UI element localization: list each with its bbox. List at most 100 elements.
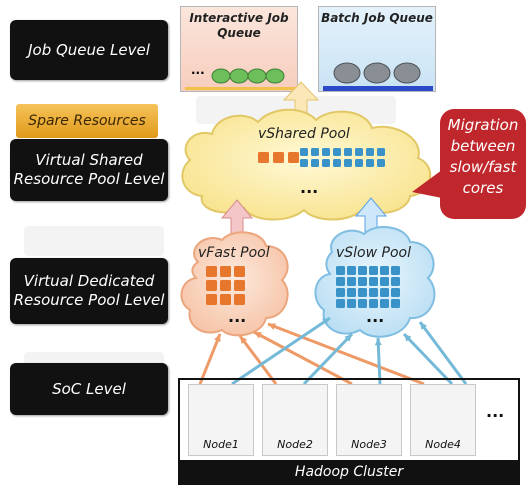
- interactive-job-queue: Interactive Job Queue ...: [180, 6, 298, 92]
- vslow-core: [369, 266, 378, 275]
- vslow-core: [347, 288, 356, 297]
- shared-slow-core: [344, 159, 352, 167]
- slow-link-arrow: [418, 321, 468, 385]
- shared-slow-core: [377, 159, 385, 167]
- vfast-core: [234, 280, 245, 291]
- vslow-core: [380, 266, 389, 275]
- fast-link-arrow: [238, 335, 278, 385]
- slow-link-arrow-head: [344, 334, 352, 342]
- node-label: Node2: [277, 438, 313, 451]
- shared-slow-core: [366, 148, 374, 156]
- slow-link-arrow: [402, 332, 454, 386]
- shared-slow-core: [322, 148, 330, 156]
- vslow-core: [336, 288, 345, 297]
- vslow-core: [358, 266, 367, 275]
- node-2: Node2: [262, 384, 328, 456]
- interactive-queue-title: Interactive Job Queue: [189, 11, 289, 40]
- node-4: Node4: [410, 384, 476, 456]
- shared-slow-core: [322, 159, 330, 167]
- shared-slow-core: [300, 159, 308, 167]
- nodes-ellipsis: ...: [486, 402, 505, 421]
- shared-slow-core: [366, 159, 374, 167]
- vslow-core: [336, 266, 345, 275]
- shared-fast-core: [273, 152, 284, 163]
- fast-link-arrow: [198, 333, 222, 385]
- shared-slow-core: [355, 159, 363, 167]
- shared-fast-core: [288, 152, 299, 163]
- shared-slow-core: [333, 148, 341, 156]
- vslow-core: [358, 299, 367, 308]
- fast-link-arrow-head: [214, 334, 221, 342]
- shared-fast-core: [258, 152, 269, 163]
- soc-level-label: SoC Level: [10, 363, 168, 415]
- fast-link-arrow-head: [240, 336, 248, 344]
- fast-link-arrow: [267, 322, 425, 386]
- vfast-core: [234, 266, 245, 277]
- slow-link-arrow-head: [420, 322, 428, 330]
- shared-slow-core: [311, 159, 319, 167]
- vslow-core: [369, 299, 378, 308]
- vfast-core: [220, 294, 231, 305]
- vslow-core: [369, 277, 378, 286]
- vslow-core: [391, 266, 400, 275]
- slow-link-arrow-head: [374, 338, 382, 346]
- vslow-core: [358, 277, 367, 286]
- node-label: Node4: [425, 438, 461, 451]
- vslow-core: [391, 277, 400, 286]
- vshared-ellipsis: ...: [300, 178, 319, 197]
- vslow-core: [391, 288, 400, 297]
- fast-link-arrow: [253, 330, 353, 386]
- queue-ellipsis: ...: [191, 63, 205, 77]
- vfast-core: [206, 280, 217, 291]
- slow-link-arrow: [376, 337, 382, 385]
- fast-link-arrow-head: [268, 323, 276, 330]
- node-label: Node3: [351, 438, 387, 451]
- vslow-core: [336, 277, 345, 286]
- vslow-core: [380, 299, 389, 308]
- vslow-core: [336, 299, 345, 308]
- vslow-core: [369, 288, 378, 297]
- vslow-ellipsis: ...: [366, 307, 385, 326]
- vfast-pool-label: vFast Pool: [198, 245, 270, 261]
- vfast-core: [206, 294, 217, 305]
- batch-jobs-icons: [323, 62, 433, 91]
- batch-queue-title: Batch Job Queue: [321, 11, 433, 25]
- vslow-core: [391, 299, 400, 308]
- migration-callout-pointer: [412, 170, 442, 198]
- vshared-pool-label: vShared Pool: [258, 126, 350, 142]
- vfast-core: [220, 266, 231, 277]
- shared-slow-core: [344, 148, 352, 156]
- node-connections: [198, 316, 468, 386]
- vfast-core: [206, 266, 217, 277]
- vslow-core: [380, 288, 389, 297]
- vdedicated-level-label: Virtual Dedicated Resource Pool Level: [10, 258, 168, 324]
- vslow-core: [380, 277, 389, 286]
- shared-slow-core: [333, 159, 341, 167]
- vslow-pool-label: vSlow Pool: [336, 245, 411, 261]
- slow-link-arrow: [302, 332, 354, 386]
- interactive-jobs-icons: [185, 68, 295, 90]
- shared-slow-core: [355, 148, 363, 156]
- vfast-core: [220, 280, 231, 291]
- fast-link-arrow-head: [254, 332, 262, 339]
- slow-link-arrow-head: [404, 334, 412, 342]
- node-label: Node1: [203, 438, 239, 451]
- spare-resources-label: Spare Resources: [16, 104, 158, 138]
- node-3: Node3: [336, 384, 402, 456]
- node-1: Node1: [188, 384, 254, 456]
- vfast-core: [234, 294, 245, 305]
- vslow-core: [347, 277, 356, 286]
- vshared-level-label: Virtual Shared Resource Pool Level: [10, 139, 168, 201]
- migration-callout: Migration between slow/fast cores: [440, 109, 526, 219]
- job-queue-level-label: Job Queue Level: [10, 20, 168, 80]
- slow-link-arrow-head: [322, 318, 330, 325]
- vslow-core: [358, 288, 367, 297]
- vfast-ellipsis: ...: [228, 307, 247, 326]
- ghost-label: [24, 226, 164, 256]
- hadoop-cluster-label: Hadoop Cluster: [178, 460, 520, 485]
- shared-slow-core: [300, 148, 308, 156]
- shared-slow-core: [377, 148, 385, 156]
- vslow-core: [347, 299, 356, 308]
- slow-link-arrow: [231, 316, 331, 386]
